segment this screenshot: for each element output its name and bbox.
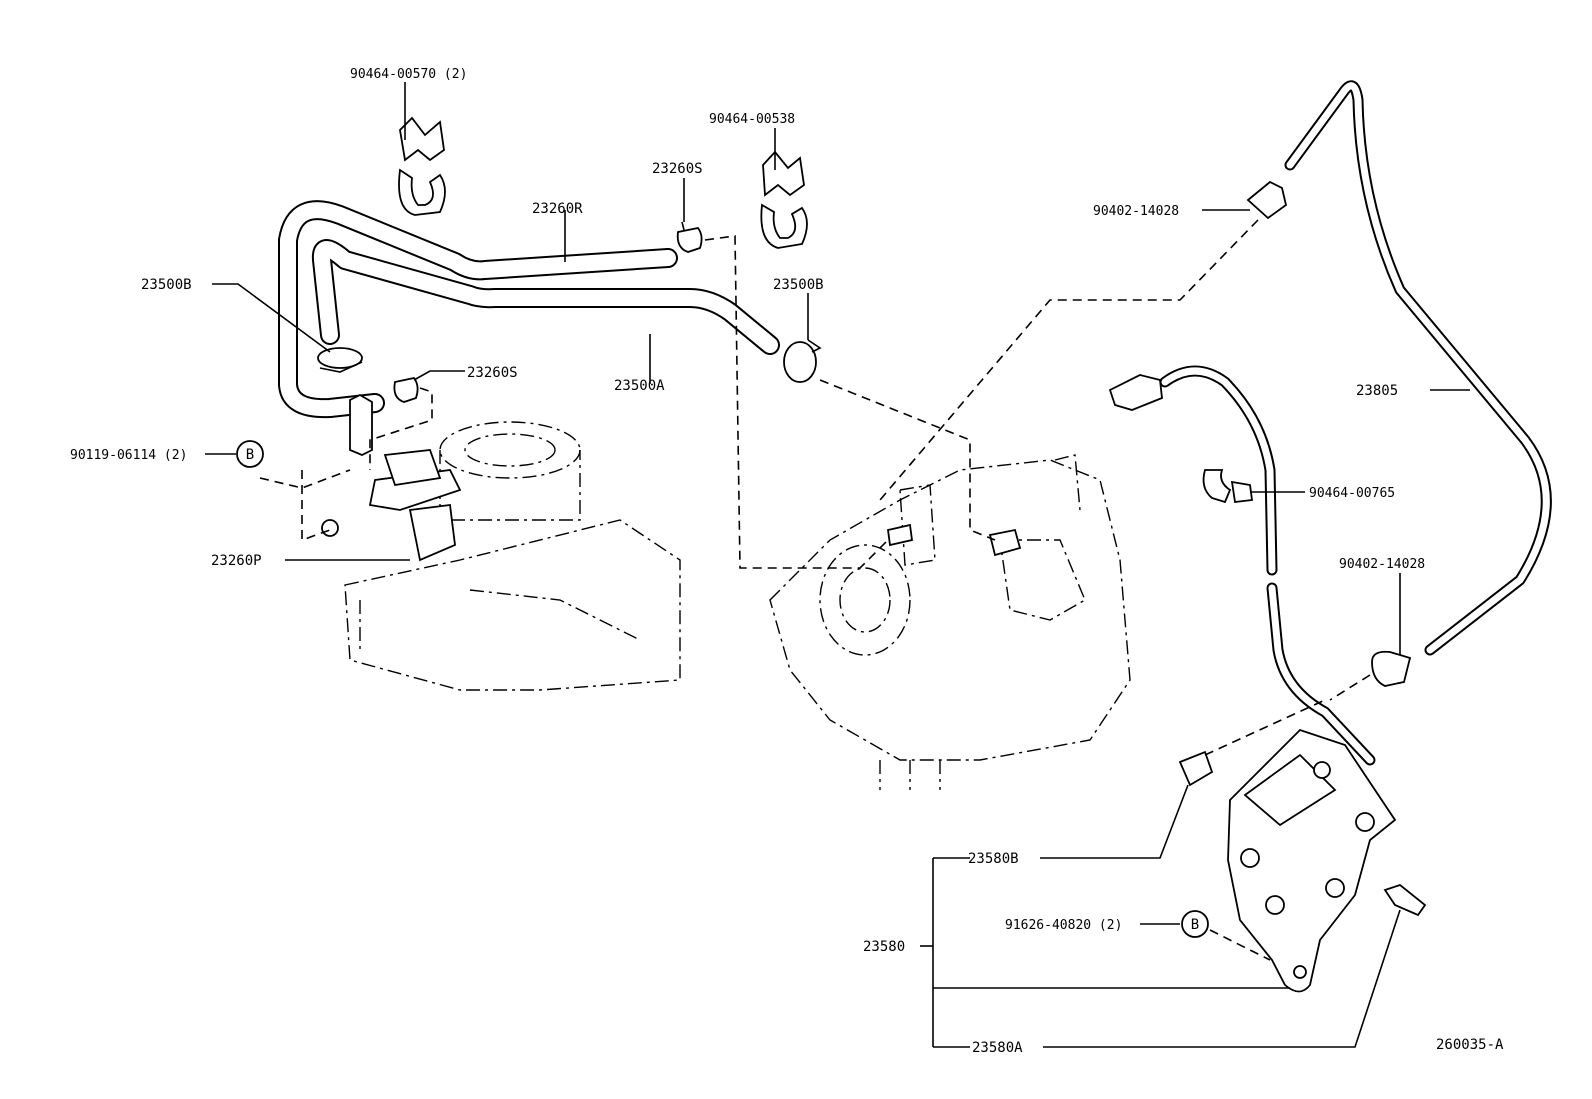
ref-b-left-text: B — [246, 447, 254, 463]
clamp-23500b-right[interactable] — [783, 339, 822, 383]
label-valve-23260p[interactable]: 23260P — [211, 553, 262, 569]
hose-23500a[interactable] — [311, 239, 780, 355]
fitting-23580b[interactable] — [1178, 750, 1214, 787]
label-bolt-91626-40820[interactable]: 91626-40820 (2) — [1005, 918, 1122, 933]
label-bolt-90119-06114[interactable]: 90119-06114 (2) — [70, 448, 187, 463]
ref-circle-b-left: B — [236, 440, 264, 468]
valve-23260p[interactable] — [321, 393, 462, 562]
dashed-connectors — [259, 219, 1371, 961]
label-fitting-23580a[interactable]: 23580A — [972, 1040, 1023, 1056]
label-cap-90402-14028-top[interactable]: 90402-14028 — [1093, 204, 1179, 219]
sensor-wire — [1159, 365, 1376, 766]
label-clamp-23260s-top[interactable]: 23260S — [652, 161, 703, 177]
label-cap-90402-14028-right[interactable]: 90402-14028 — [1339, 557, 1425, 572]
clip-90464-00765[interactable] — [1202, 469, 1254, 504]
label-clip-90464-00765[interactable]: 90464-00765 — [1309, 486, 1395, 501]
clamp-23260s-mid[interactable] — [393, 377, 419, 403]
clamp-23500b-left[interactable] — [317, 347, 363, 373]
leader-lines — [205, 82, 1470, 1048]
label-hose-23260r[interactable]: 23260R — [532, 201, 583, 217]
label-hose-23805[interactable]: 23805 — [1356, 383, 1398, 399]
label-clamp-23260s-mid[interactable]: 23260S — [467, 365, 518, 381]
fitting-23580a[interactable] — [1383, 883, 1427, 917]
label-fitting-23580b[interactable]: 23580B — [968, 851, 1019, 867]
fitting-engine-nipples — [886, 523, 1022, 557]
cap-90402-14028-top[interactable] — [1246, 180, 1288, 220]
label-assy-23580[interactable]: 23580 — [863, 939, 905, 955]
hose-23260r[interactable] — [278, 200, 678, 419]
sensor-connector[interactable] — [1108, 374, 1163, 411]
vsv-bracket-23580[interactable] — [1227, 728, 1397, 993]
clip-90464-00538[interactable] — [760, 150, 808, 249]
label-clamp-23500b-left[interactable]: 23500B — [141, 277, 192, 293]
label-clip-90464-00538[interactable]: 90464-00538 — [709, 112, 795, 127]
ref-b-right-text: B — [1191, 917, 1199, 933]
diagram-code: 260035-A — [1436, 1037, 1504, 1053]
hose-23805[interactable] — [1284, 80, 1552, 656]
clip-90464-00570[interactable] — [398, 116, 446, 216]
label-clip-90464-00570[interactable]: 90464-00570 (2) — [350, 67, 467, 82]
label-clamp-23500b-right[interactable]: 23500B — [773, 277, 824, 293]
ref-circle-b-right: B — [1181, 910, 1209, 938]
engine-center — [769, 454, 1131, 790]
clamp-23260s-top[interactable] — [676, 221, 703, 253]
label-hose-23500a[interactable]: 23500A — [614, 378, 665, 394]
cap-90402-14028-right[interactable] — [1371, 650, 1412, 687]
